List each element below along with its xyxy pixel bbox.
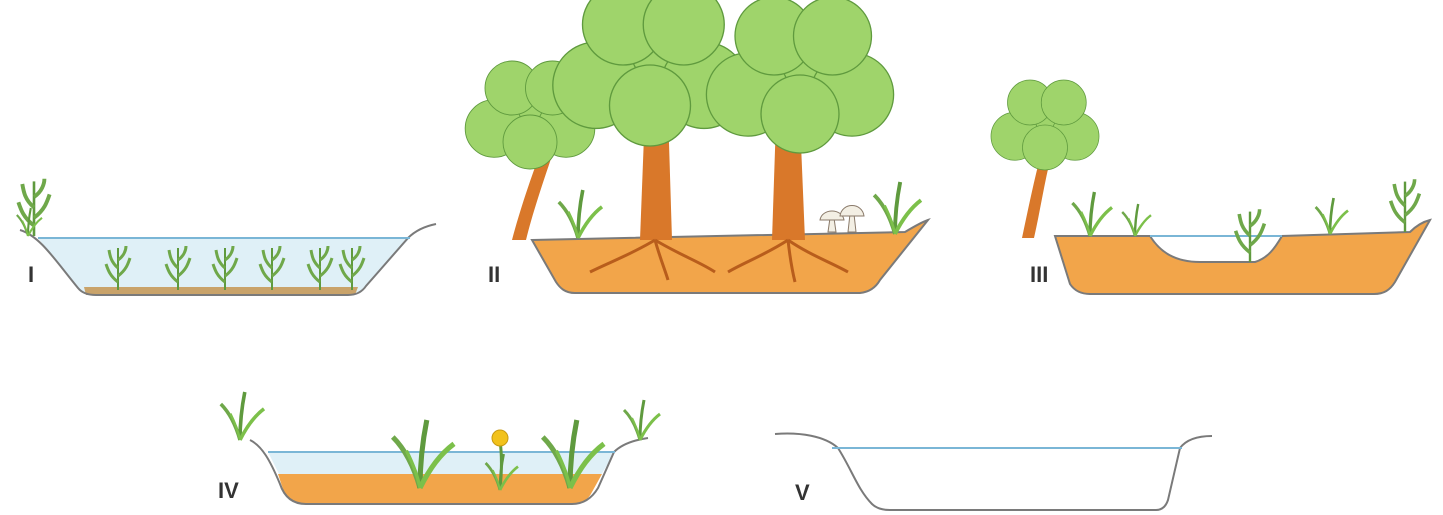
stage-ii-fern (559, 190, 602, 238)
stage-ii-soil (532, 220, 928, 293)
stage-i-pond: I (17, 179, 436, 295)
stage-ii-mushrooms (820, 206, 864, 233)
stage-i-label: I (28, 262, 34, 287)
stage-v-label: V (795, 480, 810, 505)
stage-iii-shrub (1391, 179, 1420, 232)
stage-v-basin: V (775, 434, 1212, 510)
stage-iii-grass-1 (1072, 192, 1112, 236)
stage-iv-shallow-pond: IV (218, 392, 660, 504)
stage-iii-grass-2 (1122, 204, 1151, 236)
stage-ii-forest: II (465, 0, 928, 293)
stage-v-basin-outline (775, 434, 1212, 510)
stage-i-sediment (84, 287, 358, 295)
stage-iv-label: IV (218, 478, 239, 503)
stage-iii-grass-3 (1316, 198, 1348, 234)
stage-iv-sediment (278, 474, 602, 504)
stage-iii-label: III (1030, 262, 1048, 287)
stage-ii-label: II (488, 262, 500, 287)
stage-iii-soil (1055, 220, 1430, 294)
stage-i-shore-shrub (17, 179, 50, 236)
stage-iii-marsh: III (991, 80, 1430, 294)
stage-iv-shore-grass-right (624, 400, 660, 440)
stage-iv-shore-grass-left (221, 392, 264, 440)
